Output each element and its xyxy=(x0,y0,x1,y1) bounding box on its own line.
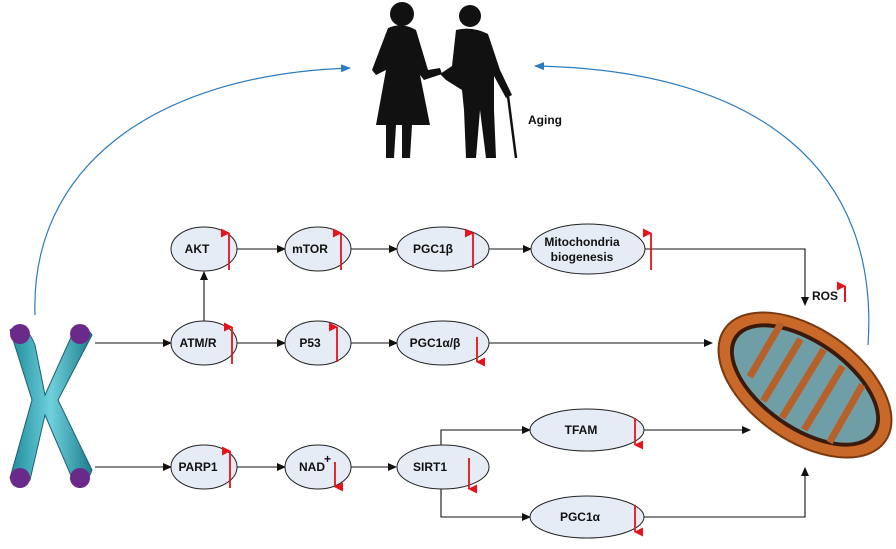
ros-label: ROS xyxy=(812,289,838,303)
svg-text:PGC1α: PGC1α xyxy=(560,510,601,524)
svg-text:PARP1: PARP1 xyxy=(178,460,217,474)
node-pgc1a: PGC1α xyxy=(529,495,645,539)
chromosome-icon xyxy=(9,324,93,488)
svg-text:mTOR: mTOR xyxy=(292,242,328,256)
svg-text:PGC1β: PGC1β xyxy=(413,242,453,256)
node-nad: NAD + xyxy=(284,444,352,492)
connectors xyxy=(95,245,809,521)
svg-text:TFAM: TFAM xyxy=(565,423,598,437)
node-pgc1ab: PGC1α/β xyxy=(396,320,490,367)
node-mtor: mTOR xyxy=(284,226,352,272)
svg-text:AKT: AKT xyxy=(185,242,210,256)
svg-text:ATM/R: ATM/R xyxy=(179,336,216,350)
node-p53: P53 xyxy=(284,320,352,366)
svg-text:NAD: NAD xyxy=(299,460,325,474)
node-tfam: TFAM xyxy=(529,408,645,452)
node-akt: AKT xyxy=(170,226,238,272)
mitochondrion-icon xyxy=(717,311,893,459)
node-parp1: PARP1 xyxy=(170,444,238,490)
svg-text:biogenesis: biogenesis xyxy=(551,250,614,264)
elderly-couple-icon xyxy=(372,2,518,159)
svg-text:P53: P53 xyxy=(299,336,321,350)
node-sirt1: SIRT1 xyxy=(396,444,490,494)
node-pgc1b: PGC1β xyxy=(396,226,490,272)
svg-text:+: + xyxy=(324,452,331,466)
svg-text:Mitochondria: Mitochondria xyxy=(544,235,620,249)
aging-arrow-right xyxy=(534,62,870,346)
svg-text:SIRT1: SIRT1 xyxy=(413,460,447,474)
node-atm: ATM/R xyxy=(170,320,238,366)
aging-label: Aging xyxy=(528,113,562,127)
aging-arrow-left xyxy=(34,64,351,316)
svg-text:PGC1α/β: PGC1α/β xyxy=(410,336,461,350)
node-mitochondria-biogenesis: Mitochondria biogenesis xyxy=(530,223,652,275)
